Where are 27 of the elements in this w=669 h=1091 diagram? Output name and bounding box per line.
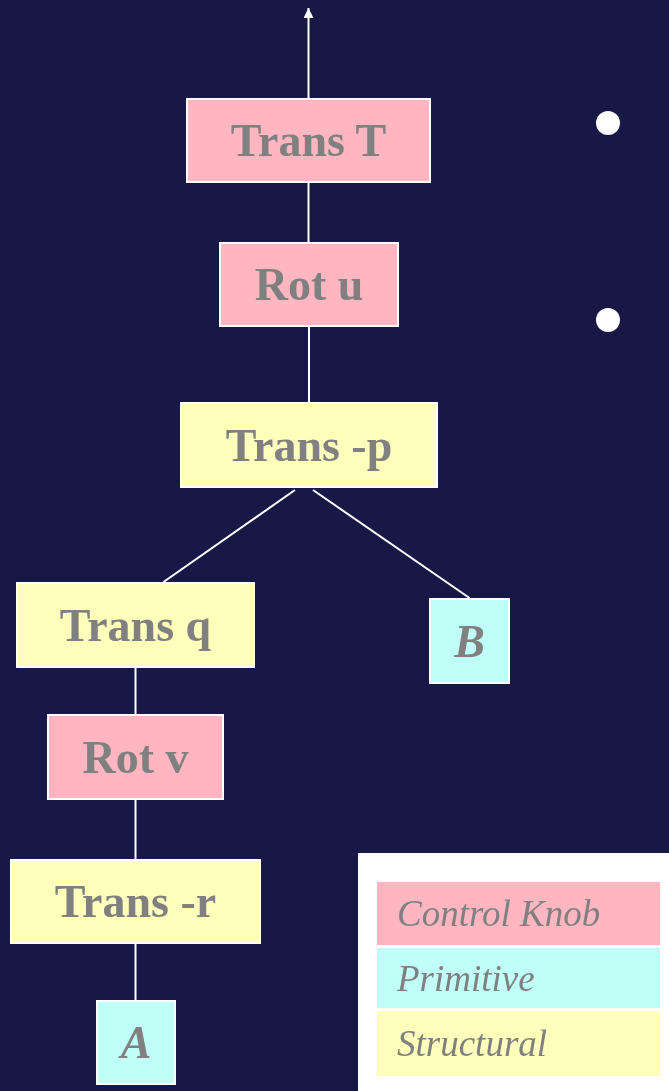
connector-line	[134, 799, 137, 860]
node-label: Trans T	[230, 114, 387, 167]
node-label: Trans -r	[54, 875, 217, 928]
legend-label: Structural	[397, 1022, 548, 1065]
control-knob-box	[186, 98, 431, 183]
structural-box	[180, 402, 438, 488]
legend-label: Control Knob	[397, 892, 601, 935]
control-knob-box	[47, 714, 224, 800]
connector-line	[308, 326, 310, 403]
node-label: Rot v	[82, 730, 189, 784]
primitive-box	[429, 598, 510, 684]
connector-line	[134, 667, 137, 715]
arrow	[303, 7, 314, 99]
node-label: A	[120, 1016, 152, 1069]
primitive-box	[96, 1000, 176, 1085]
structural-box	[10, 859, 261, 944]
connector-line	[307, 182, 310, 243]
connector-line	[312, 489, 471, 599]
connector-line	[162, 489, 296, 583]
node-label: Trans -p	[225, 418, 393, 472]
structural-box	[16, 582, 255, 668]
node-label: B	[454, 614, 485, 668]
node-label: Trans q	[59, 598, 212, 652]
control-knob-box	[219, 242, 399, 327]
node-label: Rot u	[254, 258, 364, 311]
connector-line	[134, 943, 137, 1001]
legend-label: Primitive	[397, 956, 535, 1000]
